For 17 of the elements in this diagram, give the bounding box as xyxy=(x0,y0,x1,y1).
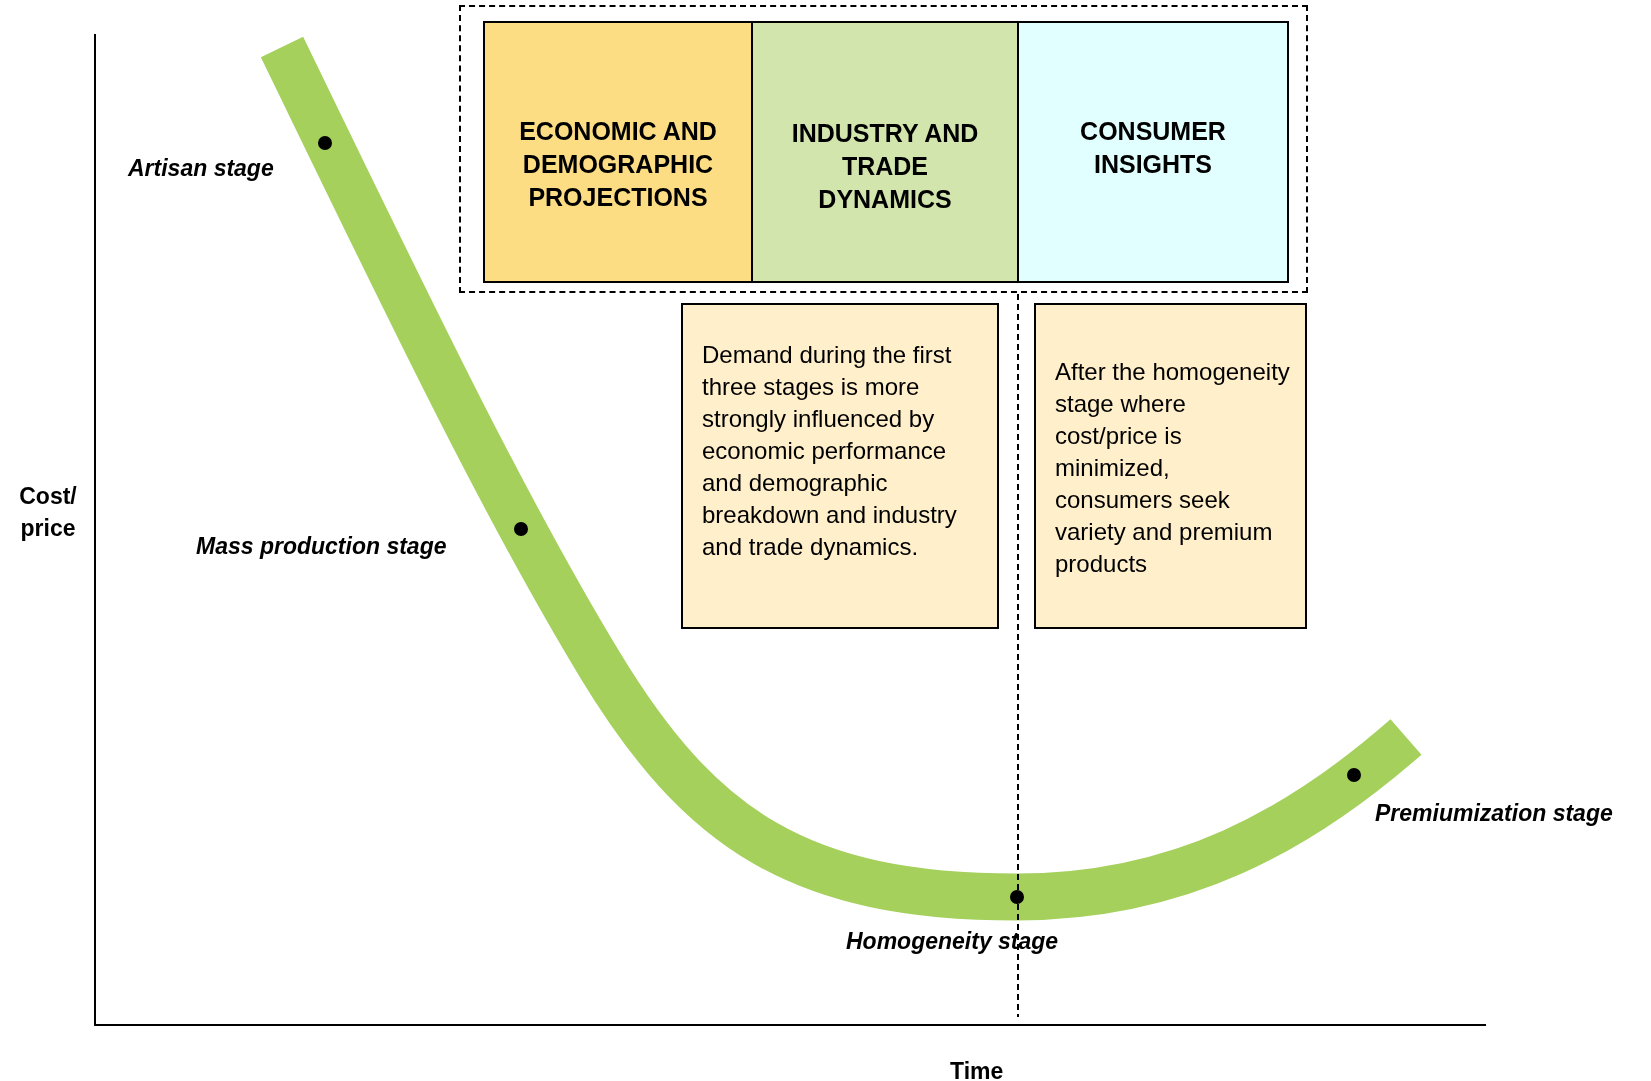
note-text: After the homogeneity stage where cost/price is minimized, consumers seek variety and premium products xyxy=(1055,357,1291,579)
note-box xyxy=(681,303,999,629)
axis-label: Cost/ price xyxy=(18,482,78,543)
stage-label: Artisan stage xyxy=(128,155,274,182)
category-panel xyxy=(483,21,753,283)
note-box xyxy=(1034,303,1307,629)
dashed-frame xyxy=(459,5,1308,293)
stage-label: Premiumization stage xyxy=(1375,800,1613,827)
panel-heading: INDUSTRY AND TRADE DYNAMICS xyxy=(790,118,980,215)
stage-label: Homogeneity stage xyxy=(846,928,1059,955)
category-panel xyxy=(751,21,1019,283)
axis-label: Time xyxy=(950,1058,1004,1081)
panel-heading: ECONOMIC AND DEMOGRAPHIC PROJECTIONS xyxy=(518,116,718,213)
note-text: Demand during the first three stages is more strongly influenced by economic performance and demographic breakdown and industry and trade dynamics. xyxy=(702,340,958,562)
stage-label: Mass production stage xyxy=(196,533,447,560)
category-panel xyxy=(1017,21,1289,283)
panel-heading: CONSUMER INSIGHTS xyxy=(1079,116,1227,180)
